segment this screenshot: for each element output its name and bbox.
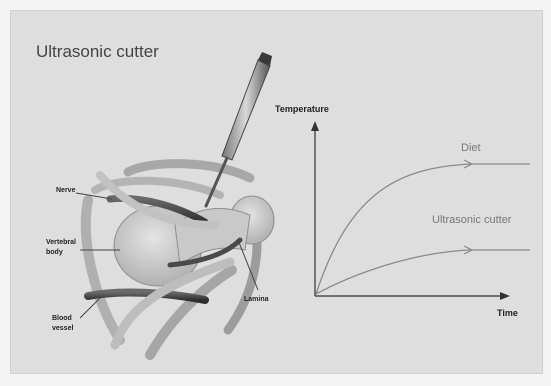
ultrasonic-curve [316, 250, 530, 294]
y-axis-arrow [311, 121, 319, 131]
ultrasonic-label: Ultrasonic cutter [432, 214, 512, 226]
label-nerve: Nerve [56, 187, 76, 194]
label-lamina: Lamina [244, 296, 269, 303]
rib-back-1 [128, 164, 250, 178]
diet-curve [316, 164, 530, 294]
leader-blood-vessel [80, 298, 100, 318]
diet-label: Diet [461, 142, 481, 154]
label-blood-line1: Blood [52, 315, 72, 322]
label-blood-line2: vessel [52, 325, 73, 332]
ultrasonic-cutter-instrument [206, 52, 272, 206]
spine-illustration [86, 52, 274, 355]
leader-nerve [76, 193, 112, 199]
temperature-chart: Temperature Time Diet Ultrasonic cutter [275, 104, 530, 318]
x-axis-label: Time [497, 308, 518, 318]
diagram-title: Ultrasonic cutter [36, 42, 159, 61]
y-axis-label: Temperature [275, 104, 329, 114]
label-vertebral-line2: body [46, 249, 63, 256]
rib-left [86, 200, 120, 340]
label-vertebral-line1: Vertebral [46, 239, 76, 246]
cutter-handle [222, 60, 270, 160]
x-axis-arrow [500, 292, 510, 300]
